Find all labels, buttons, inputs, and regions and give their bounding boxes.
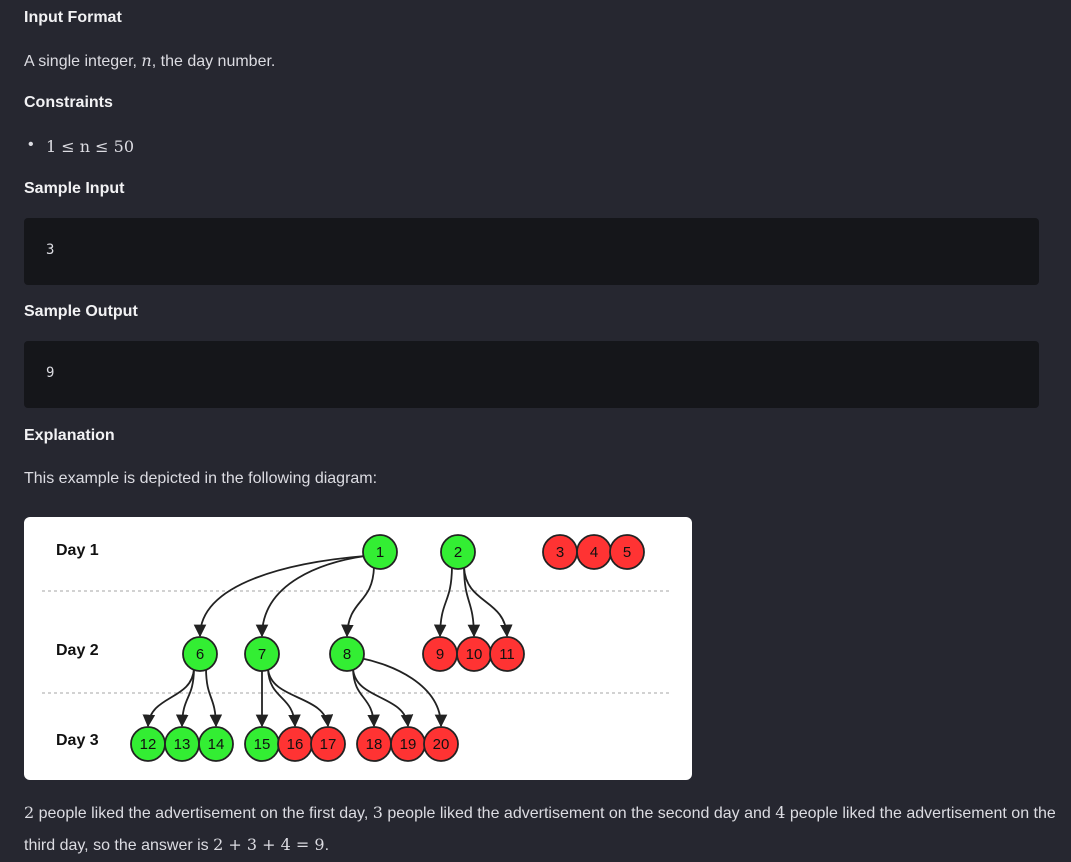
node-circle xyxy=(198,726,234,762)
node-label: 3 xyxy=(556,544,564,561)
node-11: 11 xyxy=(489,636,525,672)
node-label: 18 xyxy=(366,736,383,753)
explanation-intro: This example is depicted in the followin… xyxy=(24,470,378,487)
node-label: 1 xyxy=(376,544,384,561)
node-7: 7 xyxy=(244,636,280,672)
explanation-line-1: 2 people liked the advertisement on the … xyxy=(24,803,1056,822)
node-16: 16 xyxy=(277,726,313,762)
constraints-list: •1 ≤ n ≤ 50 xyxy=(24,136,134,157)
node-12: 12 xyxy=(130,726,166,762)
edge-2-11 xyxy=(463,566,513,638)
node-label: 4 xyxy=(590,544,598,561)
edge-2-10 xyxy=(463,566,481,638)
node-1: 1 xyxy=(362,534,398,570)
node-label: 14 xyxy=(208,736,225,753)
edge-7-17 xyxy=(267,668,334,728)
edge-1-7 xyxy=(255,555,366,638)
day-label: Day 3 xyxy=(56,732,99,749)
node-circle xyxy=(244,636,280,672)
node-circle xyxy=(489,636,525,672)
constraint-item: •1 ≤ n ≤ 50 xyxy=(28,136,134,156)
node-5: 5 xyxy=(609,534,645,570)
node-circle xyxy=(329,636,365,672)
day-label: Day 1 xyxy=(56,542,99,559)
node-label: 17 xyxy=(320,736,337,753)
diagram-edges xyxy=(142,555,513,728)
sample-input-value: 3 xyxy=(46,242,55,258)
node-label: 2 xyxy=(454,544,462,561)
node-label: 15 xyxy=(254,736,271,753)
node-label: 8 xyxy=(343,646,351,663)
sample-input-block: 3 xyxy=(24,218,1039,285)
node-17: 17 xyxy=(310,726,346,762)
edge-7-16 xyxy=(267,668,301,728)
node-20: 20 xyxy=(423,726,459,762)
edge-8-18 xyxy=(352,668,380,728)
node-label: 10 xyxy=(466,646,483,663)
node-label: 16 xyxy=(287,736,304,753)
day-dividers xyxy=(42,590,670,694)
node-2: 2 xyxy=(440,534,476,570)
sample-input-heading: Sample Input xyxy=(24,180,125,197)
edge-8-19 xyxy=(352,668,414,728)
node-label: 6 xyxy=(196,646,204,663)
node-circle xyxy=(440,534,476,570)
node-14: 14 xyxy=(198,726,234,762)
node-4: 4 xyxy=(576,534,612,570)
node-label: 20 xyxy=(433,736,450,753)
node-3: 3 xyxy=(542,534,578,570)
sample-output-heading: Sample Output xyxy=(24,303,138,320)
node-circle xyxy=(310,726,346,762)
node-circle xyxy=(182,636,218,672)
sample-output-block: 9 xyxy=(24,341,1039,408)
node-13: 13 xyxy=(164,726,200,762)
explanation-line-2: third day, so the answer is 2 + 3 + 4 = … xyxy=(24,835,330,854)
node-label: 13 xyxy=(174,736,191,753)
node-circle xyxy=(609,534,645,570)
edge-6-12 xyxy=(142,668,195,728)
sample-output-value: 9 xyxy=(46,365,55,381)
node-circle xyxy=(423,726,459,762)
edge-1-8 xyxy=(341,566,375,638)
node-15: 15 xyxy=(244,726,280,762)
node-label: 7 xyxy=(258,646,266,663)
edge-6-13 xyxy=(175,668,195,728)
node-label: 12 xyxy=(140,736,157,753)
node-label: 19 xyxy=(400,736,417,753)
node-circle xyxy=(362,534,398,570)
node-6: 6 xyxy=(182,636,218,672)
explanation-heading: Explanation xyxy=(24,427,115,444)
node-label: 11 xyxy=(499,646,515,663)
edge-1-6 xyxy=(193,555,366,638)
day-label: Day 2 xyxy=(56,642,99,659)
node-8: 8 xyxy=(329,636,365,672)
edge-6-14 xyxy=(205,668,223,728)
day-labels: Day 1 Day 2 Day 3 xyxy=(56,542,99,749)
edge-2-9 xyxy=(433,566,453,638)
node-19: 19 xyxy=(390,726,426,762)
constraints-heading: Constraints xyxy=(24,94,113,111)
node-10: 10 xyxy=(456,636,492,672)
node-label: 5 xyxy=(623,544,631,561)
input-format-text: A single integer, n, the day number. xyxy=(24,51,276,70)
node-label: 9 xyxy=(436,646,444,663)
edge-8-20 xyxy=(359,657,448,728)
input-format-heading: Input Format xyxy=(24,9,122,26)
node-18: 18 xyxy=(356,726,392,762)
node-9: 9 xyxy=(422,636,458,672)
